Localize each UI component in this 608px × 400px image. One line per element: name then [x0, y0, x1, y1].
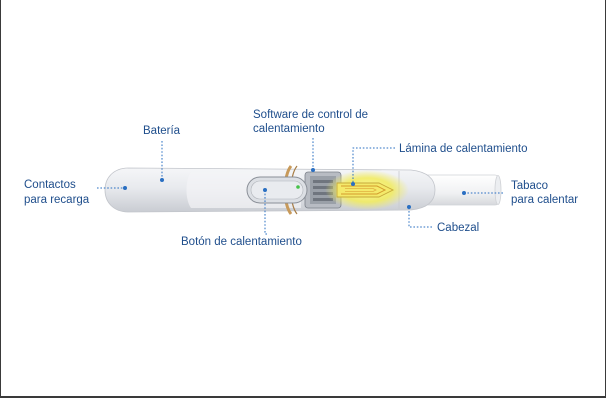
- tobacco-stick: [420, 174, 502, 206]
- label-button: Botón de calentamiento: [181, 236, 302, 248]
- label-tobacco-1: Tabaco: [511, 180, 548, 192]
- label-contacts-2: para recarga: [24, 194, 90, 206]
- heating-button: [246, 176, 308, 204]
- heating-blade: [325, 170, 409, 210]
- label-software-1: Software de control de: [253, 109, 368, 121]
- label-contacts-1: Contactos: [24, 179, 76, 191]
- leader-dots: [123, 168, 466, 209]
- label-blade: Lámina de calentamiento: [399, 143, 528, 155]
- label-head: Cabezal: [437, 222, 479, 234]
- label-battery: Batería: [143, 125, 181, 137]
- label-software-2: calentamiento: [253, 123, 325, 135]
- leader-lines: [97, 138, 503, 235]
- label-tobacco-2: para calentar: [511, 194, 578, 206]
